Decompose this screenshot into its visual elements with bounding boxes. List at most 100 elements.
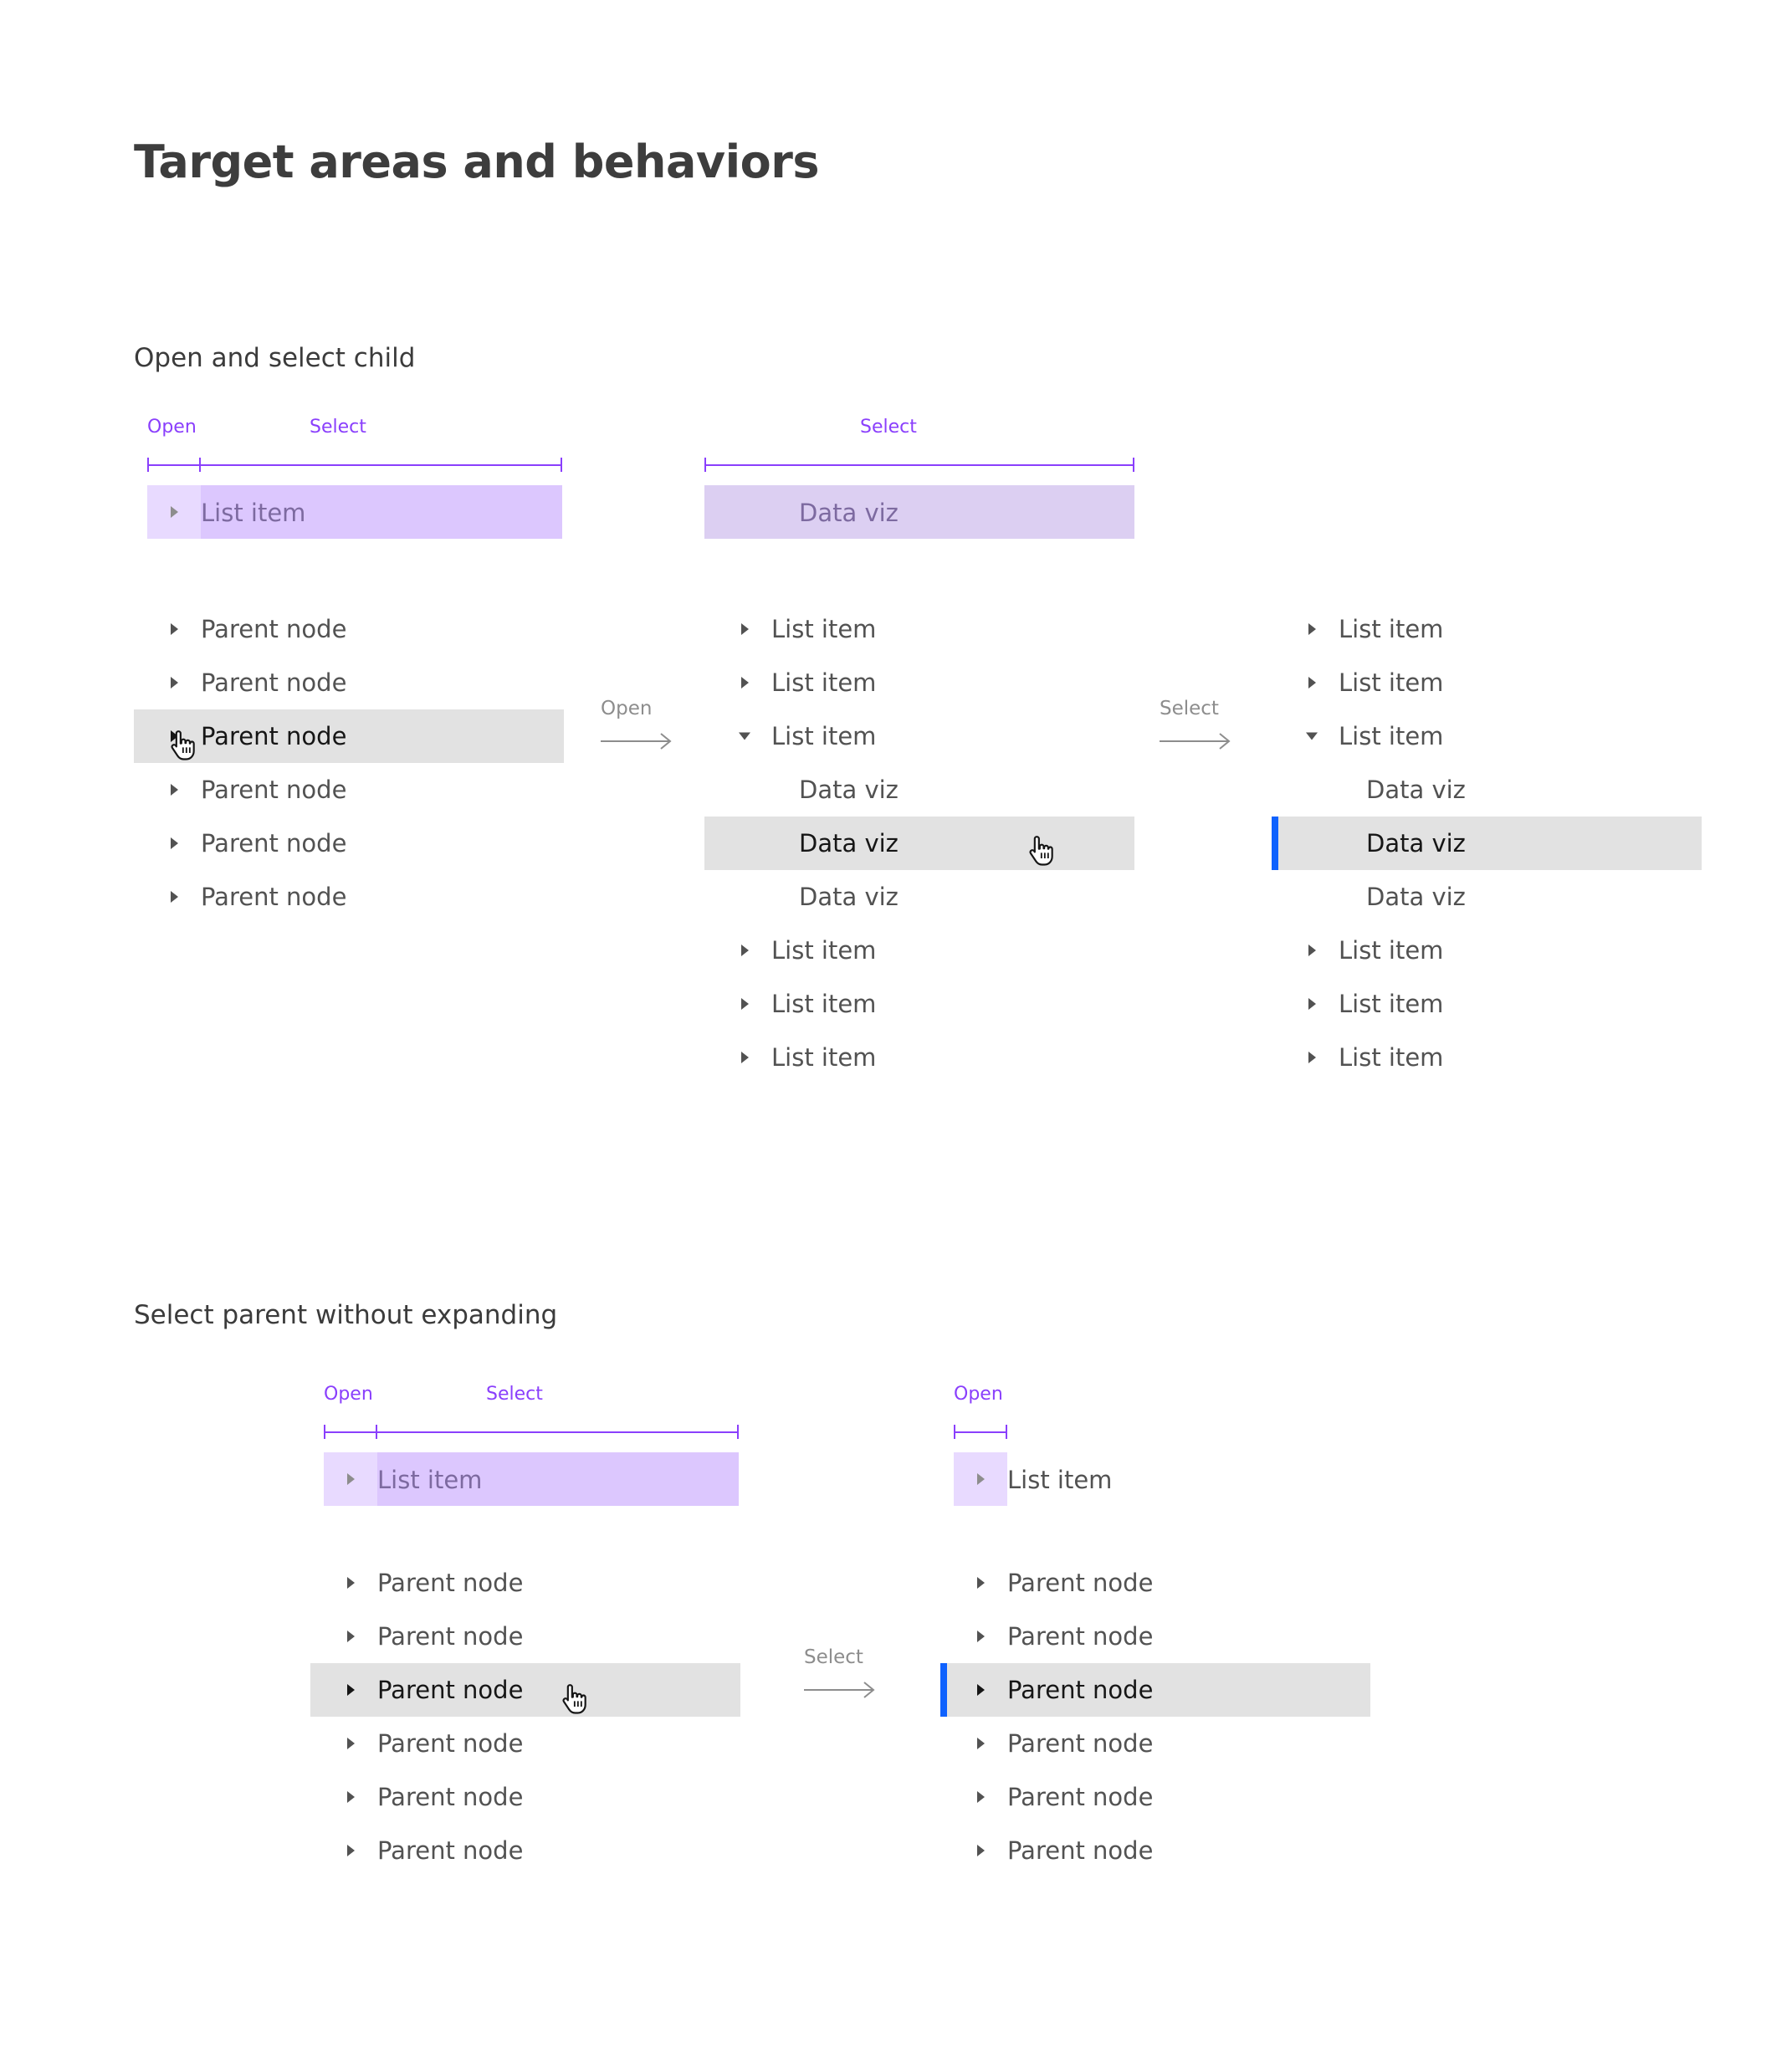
caret-right-icon[interactable]	[347, 1845, 355, 1856]
caret-right-icon[interactable]	[977, 1577, 985, 1589]
tree-node-label: Data viz	[1366, 776, 1466, 804]
tree-node[interactable]: Parent node	[940, 1556, 1370, 1610]
tree-node[interactable]: List item	[1272, 977, 1702, 1031]
tree-node[interactable]: Parent node	[134, 870, 564, 924]
tree-node[interactable]: List item	[1272, 1031, 1702, 1084]
caret-right-icon[interactable]	[741, 998, 749, 1010]
caret-right-icon[interactable]	[1308, 945, 1316, 956]
tree-node-hovered[interactable]: Parent node	[134, 709, 564, 763]
tree-node[interactable]: Parent node	[134, 602, 564, 656]
caret-right-icon[interactable]	[977, 1631, 985, 1642]
tree-node[interactable]: Parent node	[310, 1770, 740, 1824]
bracket-tick	[561, 458, 562, 472]
tree-child-node-selected[interactable]: Data viz	[1272, 817, 1702, 870]
tree-node[interactable]: List item	[704, 977, 1134, 1031]
caret-right-icon[interactable]	[171, 677, 178, 689]
pointer-cursor-icon	[171, 730, 195, 760]
caret-right-icon[interactable]	[1308, 677, 1316, 689]
tree-node-label: List item	[771, 990, 877, 1018]
caret-right-icon[interactable]	[171, 837, 178, 849]
tree-node[interactable]: Parent node	[134, 817, 564, 870]
target-item-label: Data viz	[799, 499, 899, 527]
tree-node[interactable]: List item	[704, 1031, 1134, 1084]
tree-node[interactable]: List item	[704, 602, 1134, 656]
caret-right-icon[interactable]	[977, 1791, 985, 1803]
tree-child-node[interactable]: Data viz	[1272, 870, 1702, 924]
caret-right-icon[interactable]	[977, 1684, 985, 1696]
tree-node-label: Parent node	[201, 722, 347, 750]
caret-right-icon	[977, 1473, 985, 1485]
open-annotation: Open	[324, 1384, 373, 1405]
tree-node[interactable]: Parent node	[134, 763, 564, 817]
tree-node[interactable]: List item	[1272, 924, 1702, 977]
tree-node[interactable]: Parent node	[310, 1610, 740, 1663]
target-item-label: List item	[1007, 1466, 1113, 1494]
caret-right-icon[interactable]	[347, 1791, 355, 1803]
bracket-tick	[954, 1425, 955, 1439]
bracket-tick	[147, 458, 149, 472]
caret-right-icon[interactable]	[741, 623, 749, 635]
tree-node[interactable]: Parent node	[310, 1824, 740, 1877]
tree-node-selected[interactable]: Parent node	[940, 1663, 1370, 1717]
select-target-zone: List item	[377, 1452, 739, 1506]
tree-node-expanded[interactable]: List item	[704, 709, 1134, 763]
tree-node[interactable]: Parent node	[310, 1556, 740, 1610]
tree-node[interactable]: List item	[704, 656, 1134, 709]
caret-right-icon[interactable]	[347, 1684, 355, 1696]
caret-right-icon[interactable]	[171, 784, 178, 796]
caret-right-icon	[347, 1473, 355, 1485]
caret-down-icon[interactable]	[739, 732, 750, 740]
caret-down-icon[interactable]	[1306, 732, 1318, 740]
open-target-zone	[324, 1452, 377, 1506]
tree-child-node[interactable]: Data viz	[1272, 763, 1702, 817]
caret-right-icon[interactable]	[741, 945, 749, 956]
tree-node-expanded[interactable]: List item	[1272, 709, 1702, 763]
tree-node-label: List item	[771, 1043, 877, 1072]
bracket-tick	[1133, 458, 1134, 472]
bracket-tick	[199, 458, 201, 472]
tree-node-label: Parent node	[1007, 1569, 1154, 1597]
tree-node[interactable]: Parent node	[134, 656, 564, 709]
caret-right-icon	[171, 506, 178, 518]
caret-right-icon[interactable]	[1308, 1052, 1316, 1063]
tree-node[interactable]: List item	[1272, 656, 1702, 709]
tree-node-label: List item	[1339, 722, 1444, 750]
caret-right-icon[interactable]	[347, 1631, 355, 1642]
tree-node-label: Parent node	[201, 668, 347, 697]
tree-node[interactable]: List item	[1272, 602, 1702, 656]
caret-right-icon[interactable]	[741, 677, 749, 689]
arrow-label: Open	[601, 698, 653, 719]
tree-node-label: Parent node	[1007, 1676, 1154, 1704]
tree-node-hovered[interactable]: Parent node	[310, 1663, 740, 1717]
select-annotation: Select	[860, 417, 917, 438]
bracket-tick	[1006, 1425, 1007, 1439]
select-target-zone: Data viz	[704, 485, 1134, 539]
tree-node-label: List item	[771, 615, 877, 643]
tree-node-label: Parent node	[377, 1729, 524, 1758]
arrow-right-icon	[1160, 733, 1231, 750]
caret-right-icon[interactable]	[977, 1738, 985, 1749]
tree-node[interactable]: Parent node	[310, 1717, 740, 1770]
caret-right-icon[interactable]	[1308, 623, 1316, 635]
tree-child-node[interactable]: Data viz	[704, 763, 1134, 817]
bracket-line	[704, 464, 1134, 466]
open-target-zone	[147, 485, 201, 539]
caret-right-icon[interactable]	[171, 623, 178, 635]
caret-right-icon[interactable]	[1308, 998, 1316, 1010]
caret-right-icon[interactable]	[347, 1738, 355, 1749]
tree-node[interactable]: Parent node	[940, 1824, 1370, 1877]
tree-node-label: Data viz	[799, 776, 899, 804]
caret-right-icon[interactable]	[977, 1845, 985, 1856]
tree-child-node[interactable]: Data viz	[704, 870, 1134, 924]
caret-right-icon[interactable]	[171, 730, 178, 742]
caret-right-icon[interactable]	[347, 1577, 355, 1589]
caret-right-icon[interactable]	[171, 891, 178, 903]
tree-node[interactable]: Parent node	[940, 1717, 1370, 1770]
tree-node-label: Parent node	[1007, 1729, 1154, 1758]
tree-child-node-hovered[interactable]: Data viz	[704, 817, 1134, 870]
tree-node[interactable]: Parent node	[940, 1610, 1370, 1663]
bracket-tick	[737, 1425, 739, 1439]
tree-node[interactable]: List item	[704, 924, 1134, 977]
caret-right-icon[interactable]	[741, 1052, 749, 1063]
tree-node[interactable]: Parent node	[940, 1770, 1370, 1824]
